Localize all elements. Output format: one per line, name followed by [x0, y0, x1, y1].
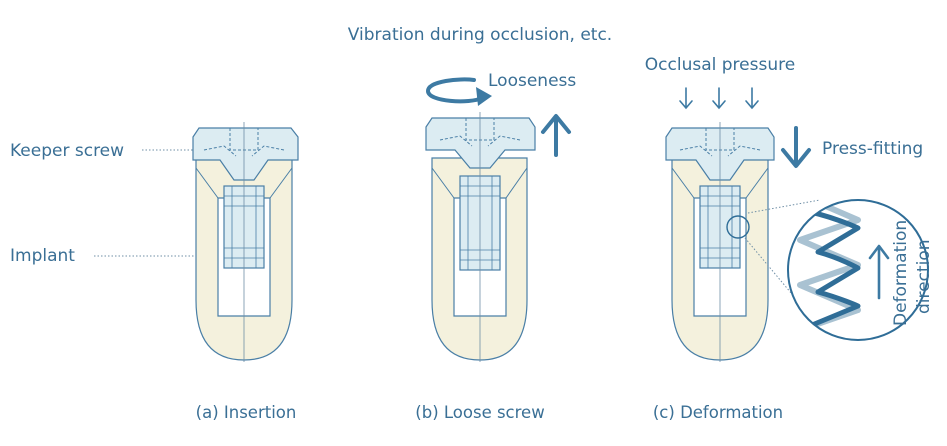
implant-inner-slope — [195, 167, 293, 199]
magnify-spot — [726, 215, 750, 239]
deformation-up-arrow-icon — [868, 244, 890, 300]
implant-inner-slope — [431, 167, 528, 199]
caption-insertion: (a) Insertion — [196, 403, 297, 422]
caption-loose-screw: (b) Loose screw — [415, 403, 544, 422]
rotation-arrow-icon — [425, 77, 492, 106]
implant-inner-slope — [671, 167, 769, 199]
caption-deformation: (c) Deformation — [653, 403, 783, 422]
deformation-label: Deformation — [891, 220, 911, 326]
zoom-detail: Deformation direction — [787, 199, 934, 341]
deformed-thread — [799, 207, 861, 333]
screw-head — [425, 117, 536, 169]
insertion-figure — [192, 122, 299, 362]
press-fitting-label: Press-fitting — [822, 139, 923, 159]
keeper-screw-label: Keeper screw — [10, 141, 124, 161]
zoom-leader-top — [747, 199, 821, 214]
down-arrow-icon — [781, 126, 811, 168]
occlusal-pressure-arrows — [679, 87, 759, 110]
looseness-label: Looseness — [488, 71, 576, 91]
deformation-figure — [665, 122, 775, 362]
loose-screw-figure — [425, 112, 536, 362]
implant-label: Implant — [10, 246, 75, 266]
up-arrow-icon — [541, 114, 571, 157]
direction-label: direction — [914, 240, 934, 315]
occlusal-pressure-label: Occlusal pressure — [645, 55, 795, 75]
vibration-label: Vibration during occlusion, etc. — [348, 25, 612, 45]
screw-head — [192, 127, 299, 181]
